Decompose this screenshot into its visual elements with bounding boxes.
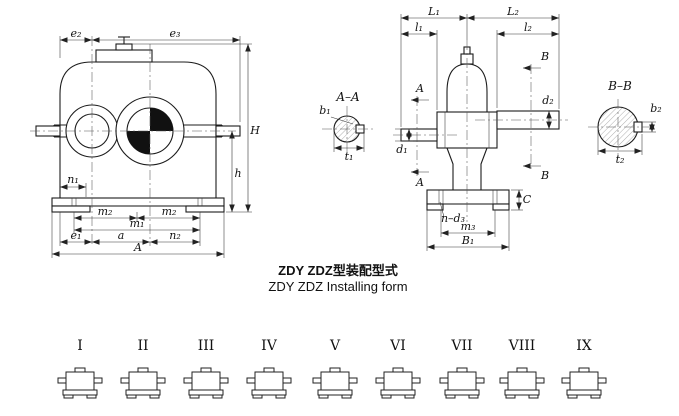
pedestal (446, 147, 488, 190)
form-icon-4 (246, 367, 292, 399)
dim-label-n-d3: n–d₃ (441, 212, 465, 225)
section-mark-A-bottom: A (415, 176, 424, 189)
side-foot-right (492, 203, 510, 211)
dim-label-b2: b₂ (650, 102, 661, 115)
form-label-9: IX (576, 338, 592, 354)
dim-label-m1: m₁ (130, 217, 145, 230)
installing-forms: I II III IV V VI VII VIII IX (57, 338, 607, 399)
form-icon-8 (499, 367, 545, 399)
dim-label-b1: b₁ (319, 104, 330, 117)
front-view-dimensions: e₂ e₃ H h n₁ m₂ m₂ m₁ e₁ a n₂ A (51, 27, 260, 258)
dim-label-d2: d₂ (542, 94, 553, 107)
centroid-quadrant-ne (150, 108, 173, 131)
dim-label-a: a (118, 229, 125, 242)
dim-label-e3: e₃ (170, 27, 181, 40)
dim-label-l2: l₂ (524, 21, 532, 34)
form-label-6: VI (389, 338, 406, 354)
form-label-5: V (329, 338, 341, 354)
section-mark-B-bottom: B (540, 169, 549, 182)
dim-label-d1: d₁ (396, 143, 407, 156)
side-view-dimensions: L₁ L₂ l₁ l₂ A A B B d₁ d₂ C n–d₃ (395, 5, 560, 251)
section-aa-title: A–A (335, 90, 360, 104)
form-icon-2 (120, 367, 166, 399)
side-view (393, 40, 568, 222)
dim-label-t2: t₂ (616, 153, 625, 166)
dim-label-B1: B₁ (461, 234, 475, 247)
side-foot-left (426, 203, 444, 211)
section-b-b: B–B b₂ t₂ (588, 79, 662, 166)
dim-label-A: A (133, 241, 142, 254)
form-label-3: III (198, 338, 215, 354)
centroid-quadrant-sw (127, 131, 150, 154)
form-label-8: VIII (508, 338, 536, 354)
form-icon-3 (183, 367, 229, 399)
form-label-4: IV (261, 338, 278, 354)
form-icon-1 (57, 367, 103, 399)
oil-plug (115, 43, 133, 51)
dim-label-H: H (249, 124, 260, 137)
dim-label-t1: t₁ (345, 150, 354, 163)
dim-label-m2-left: m₂ (98, 205, 113, 218)
foot-left (51, 205, 91, 213)
dim-label-C: C (523, 193, 532, 206)
dim-label-n2: n₂ (169, 229, 181, 242)
dim-label-e2: e₂ (71, 27, 82, 40)
dim-label-m2-right: m₂ (162, 205, 177, 218)
section-mark-A-top: A (415, 82, 424, 95)
foot-right (185, 205, 225, 213)
dim-label-e1: e₁ (71, 229, 82, 242)
form-icon-5 (312, 367, 358, 399)
caption-english: ZDY ZDZ Installing form (268, 279, 407, 294)
form-label-7: VII (450, 338, 472, 354)
side-base-flange (426, 189, 510, 205)
dim-label-l1: l₁ (415, 21, 423, 34)
section-a-a: A–A b₁ t₁ (319, 90, 374, 163)
dim-label-m3: m₃ (461, 220, 476, 233)
form-icon-9 (561, 367, 607, 399)
dim-label-L1: L₁ (427, 5, 440, 18)
inspection-cover (95, 49, 153, 63)
form-label-2: II (137, 338, 148, 354)
caption-chinese: ZDY ZDZ型装配型式 (278, 263, 398, 278)
section-bb-title: B–B (607, 79, 632, 93)
dim-label-L2: L₂ (506, 5, 519, 18)
form-label-1: I (77, 338, 83, 354)
dim-label-n1: n₁ (67, 173, 79, 186)
front-view (30, 36, 241, 246)
section-mark-B-top: B (540, 50, 549, 63)
dim-label-h: h (234, 167, 241, 180)
form-icon-6 (375, 367, 421, 399)
form-icon-7 (439, 367, 485, 399)
